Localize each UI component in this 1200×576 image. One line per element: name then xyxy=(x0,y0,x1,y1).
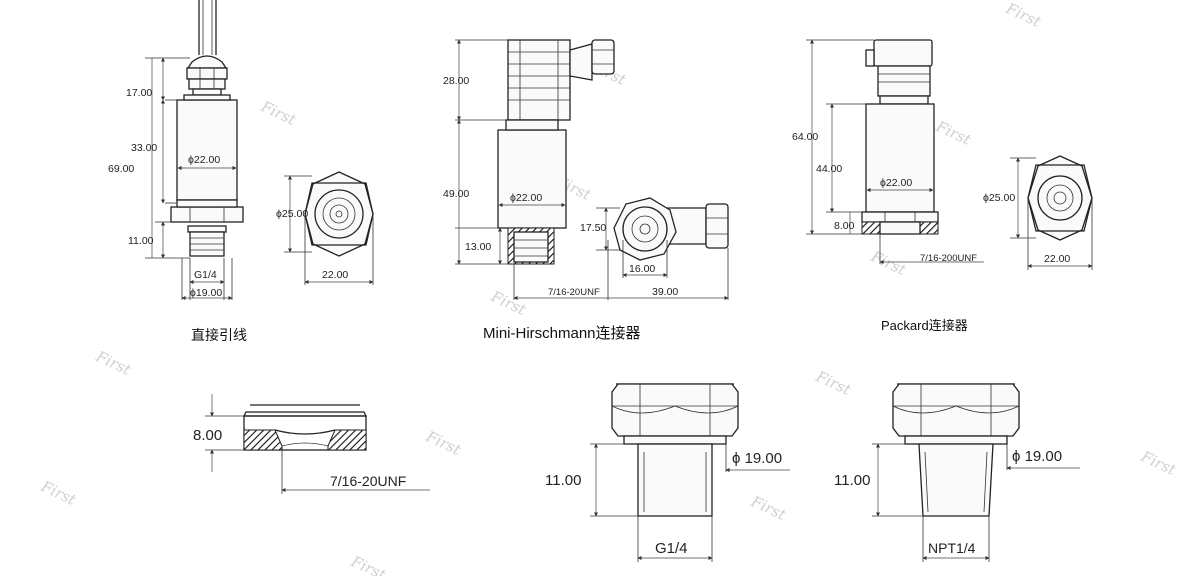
dim-npt-thread: NPT1/4 xyxy=(928,540,976,556)
dim-g-dia: ϕ 19.00 xyxy=(732,450,782,467)
dim-packard-body: 44.00 xyxy=(816,163,842,175)
watermark: First xyxy=(37,477,79,509)
watermark: First xyxy=(257,97,299,129)
watermark: First xyxy=(92,347,134,379)
dim-packard-total: 64.00 xyxy=(792,131,818,143)
packard-view: 64.00 44.00 8.00 ϕ22.00 7/16-200UNF xyxy=(792,39,984,265)
dim-direct-body: 33.00 xyxy=(131,142,157,154)
dim-direct-thread: G1/4 xyxy=(194,269,217,281)
dim-direct-hex-width: 22.00 xyxy=(322,269,348,281)
dim-packard-diameter: ϕ22.00 xyxy=(880,177,912,189)
dim-mini-thread: 7/16-20UNF xyxy=(548,287,600,298)
direct-cable-view: 17.00 33.00 69.00 11.00 ϕ22.00 G1/4 ϕ19.… xyxy=(108,0,244,301)
packard-end-view: ϕ25.00 22.00 xyxy=(983,155,1093,270)
watermark: First xyxy=(347,552,389,576)
dim-g-thread: G1/4 xyxy=(655,540,688,557)
dim-g-height: 11.00 xyxy=(545,472,581,489)
dim-direct-bottom: 11.00 xyxy=(128,235,154,247)
dim-mini-total-width: 39.00 xyxy=(652,286,678,298)
watermark: First xyxy=(1002,0,1044,31)
dim-npt-height: 11.00 xyxy=(834,472,870,489)
detail-g-port-view: 11.00 ϕ 19.00 G1/4 xyxy=(545,383,790,562)
direct-end-view: ϕ25.00 22.00 xyxy=(276,171,374,285)
detail-npt-port-view: 11.00 ϕ 19.00 NPT1/4 xyxy=(834,383,1080,562)
dim-packard-thread: 7/16-200UNF xyxy=(920,253,977,264)
dim-direct-total: 69.00 xyxy=(108,163,134,175)
dim-mini-diameter: ϕ22.00 xyxy=(510,192,542,204)
dim-direct-diameter: ϕ22.00 xyxy=(188,154,220,166)
dim-mini-total: 49.00 xyxy=(443,188,469,200)
dim-nut-thread: 7/16-20UNF xyxy=(330,473,406,489)
dim-direct-base-dia: ϕ19.00 xyxy=(190,287,222,299)
dim-mini-top: 28.00 xyxy=(443,75,469,87)
caption-direct-cable: 直接引线 xyxy=(191,327,247,343)
watermark: First xyxy=(867,247,909,279)
watermark: First xyxy=(1137,447,1179,479)
watermark: First xyxy=(812,367,854,399)
mini-end-view: 17.50 16.00 39.00 xyxy=(580,197,729,301)
dim-packard-nut: 8.00 xyxy=(834,220,855,232)
dim-mini-hex-width: 16.00 xyxy=(629,263,655,275)
detail-nut-view: 8.00 7/16-20UNF xyxy=(193,394,430,494)
watermark: First xyxy=(932,117,974,149)
dim-direct-top: 17.00 xyxy=(126,87,152,99)
dim-mini-bottom: 13.00 xyxy=(465,241,491,253)
dim-mini-side: 17.50 xyxy=(580,222,606,234)
dim-nut-height: 8.00 xyxy=(193,427,222,444)
dim-packard-hex-width: 22.00 xyxy=(1044,253,1070,265)
watermark: First xyxy=(487,287,529,319)
watermark: First xyxy=(422,427,464,459)
dim-packard-hex-dia: ϕ25.00 xyxy=(983,192,1015,204)
caption-packard: Packard连接器 xyxy=(881,318,968,333)
dim-npt-dia: ϕ 19.00 xyxy=(1012,448,1062,465)
mini-hirschmann-view: 28.00 49.00 13.00 ϕ22.00 7/16-20UNF xyxy=(443,39,615,301)
watermark: First xyxy=(747,492,789,524)
dim-direct-hex-dia: ϕ25.00 xyxy=(276,208,308,220)
caption-mini-hirschmann: Mini-Hirschmann连接器 xyxy=(483,325,641,342)
